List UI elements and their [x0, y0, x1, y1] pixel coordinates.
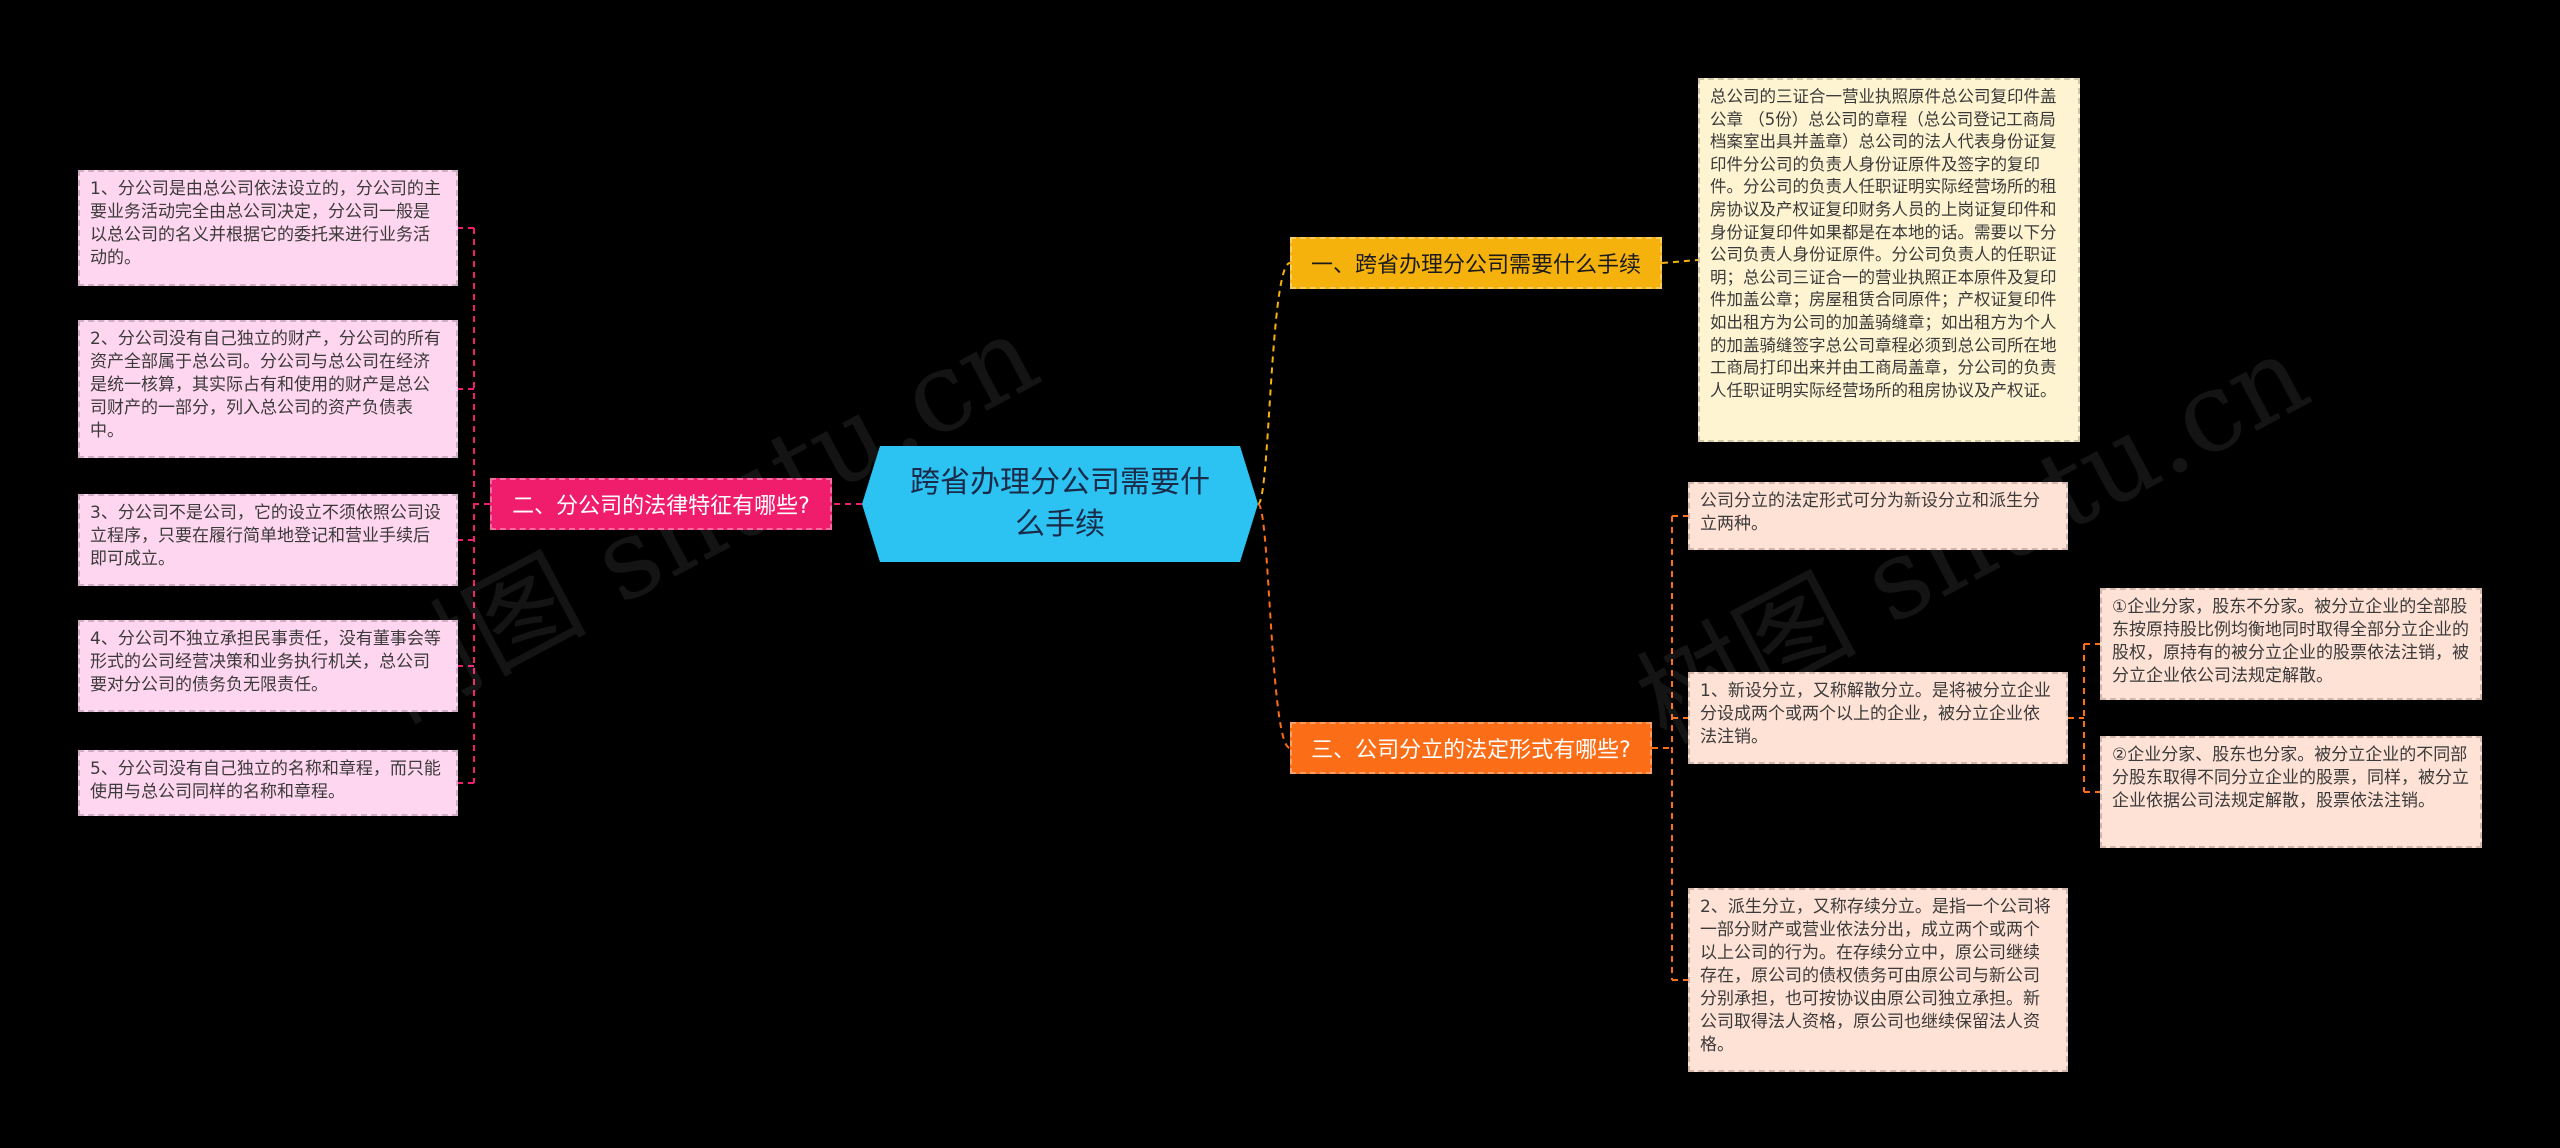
- leaf-new-establishment-split[interactable]: 1、新设分立，又称解散分立。是将被分立企业分设成两个或两个以上的企业，被分立企业…: [1688, 672, 2068, 764]
- center-topic[interactable]: 跨省办理分公司需要什么手续: [862, 446, 1258, 562]
- leaf-required-documents[interactable]: 总公司的三证合一营业执照原件总公司复印件盖公章 （5份）总公司的章程（总公司登记…: [1698, 78, 2080, 442]
- leaf-legal-feature-3[interactable]: 3、分公司不是公司，它的设立不须依照公司设立程序，只要在履行简单地登记和营业手续…: [78, 494, 458, 586]
- leaf-legal-feature-1[interactable]: 1、分公司是由总公司依法设立的，分公司的主要业务活动完全由总公司决定，分公司一般…: [78, 170, 458, 286]
- link-b3-sub-leaves: [2068, 643, 2100, 793]
- leaf-legal-feature-5[interactable]: 5、分公司没有自己独立的名称和章程，而只能使用与总公司同样的名称和章程。: [78, 750, 458, 816]
- link-center-b3: [1257, 503, 1291, 749]
- link-b1-leaf: [1661, 259, 1699, 264]
- branch-topic-2[interactable]: 二、分公司的法律特征有哪些?: [490, 478, 832, 530]
- sub-leaf-split-type-2[interactable]: ②企业分家、股东也分家。被分立企业的不同部分股东取得不同分立企业的股票，同样，被…: [2100, 736, 2482, 848]
- link-b3-leaves: [1652, 515, 1688, 981]
- branch-topic-3[interactable]: 三、公司分立的法定形式有哪些?: [1290, 722, 1652, 774]
- leaf-legal-feature-4[interactable]: 4、分公司不独立承担民事责任，没有董事会等形式的公司经营决策和业务执行机关，总公…: [78, 620, 458, 712]
- branch-topic-1[interactable]: 一、跨省办理分公司需要什么手续: [1290, 237, 1662, 289]
- sub-leaf-split-type-1[interactable]: ①企业分家，股东不分家。被分立企业的全部股东按原持股比例均衡地同时取得全部分立企…: [2100, 588, 2482, 700]
- link-center-b1: [1257, 262, 1291, 505]
- link-b2-leaves: [458, 227, 490, 784]
- leaf-legal-feature-2[interactable]: 2、分公司没有自己独立的财产，分公司的所有资产全部属于总公司。分公司与总公司在经…: [78, 320, 458, 458]
- leaf-split-forms-summary[interactable]: 公司分立的法定形式可分为新设分立和派生分立两种。: [1688, 482, 2068, 550]
- leaf-derivative-split[interactable]: 2、派生分立，又称存续分立。是指一个公司将一部分财产或营业依法分出，成立两个或两…: [1688, 888, 2068, 1072]
